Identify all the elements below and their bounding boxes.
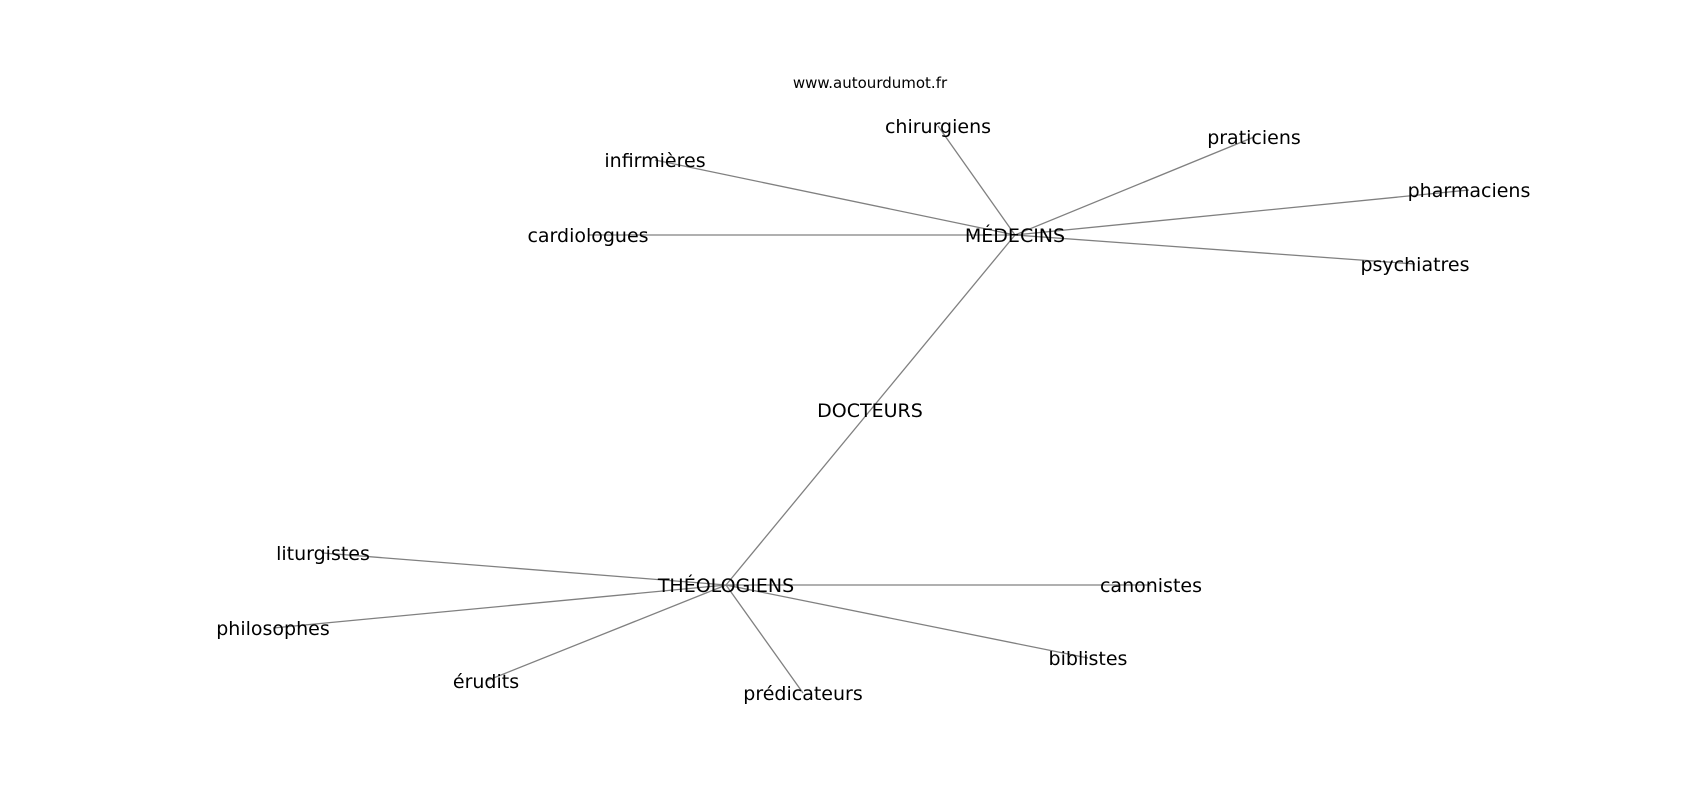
edge-medecins-praticiens — [1014, 136, 1255, 236]
edge-medecins-chirurgiens — [937, 125, 1016, 236]
node-psychiatres[interactable]: psychiatres — [1360, 254, 1469, 276]
node-praticiens[interactable]: praticiens — [1207, 127, 1301, 149]
edge-theologiens-erudits — [485, 584, 727, 682]
node-canonistes[interactable]: canonistes — [1100, 575, 1202, 597]
node-theologiens[interactable]: THÉOLOGIENS — [657, 574, 794, 597]
node-medecins[interactable]: MÉDECINS — [965, 224, 1065, 247]
edge-medecins-pharmaciens — [1014, 189, 1470, 236]
edge-theologiens-liturgistes — [322, 552, 727, 586]
edge-theologiens-biblistes — [725, 584, 1089, 659]
node-pharmaciens[interactable]: pharmaciens — [1408, 180, 1531, 202]
node-cardiologues[interactable]: cardiologues — [527, 225, 648, 247]
node-chirurgiens[interactable]: chirurgiens — [885, 116, 991, 138]
edge-medecins-infirmieres — [654, 159, 1016, 236]
node-predicateurs[interactable]: prédicateurs — [743, 683, 862, 705]
edge-medecins-theologiens — [725, 234, 1016, 586]
node-docteurs[interactable]: DOCTEURS — [817, 400, 923, 422]
watermark: www.autourdumot.fr — [793, 74, 948, 92]
graph-labels: DOCTEURS MÉDECINS THÉOLOGIENS chirurgiens pr… — [216, 116, 1530, 705]
node-infirmieres[interactable]: infirmières — [604, 150, 705, 172]
edge-medecins-psychiatres — [1014, 234, 1416, 265]
edge-theologiens-philosophes — [272, 584, 727, 629]
node-biblistes[interactable]: biblistes — [1049, 648, 1128, 670]
node-erudits[interactable]: érudits — [453, 671, 519, 693]
graph-edges — [272, 125, 1470, 694]
edge-theologiens-predicateurs — [725, 584, 804, 694]
node-philosophes[interactable]: philosophes — [216, 618, 330, 640]
node-liturgistes[interactable]: liturgistes — [276, 543, 370, 565]
